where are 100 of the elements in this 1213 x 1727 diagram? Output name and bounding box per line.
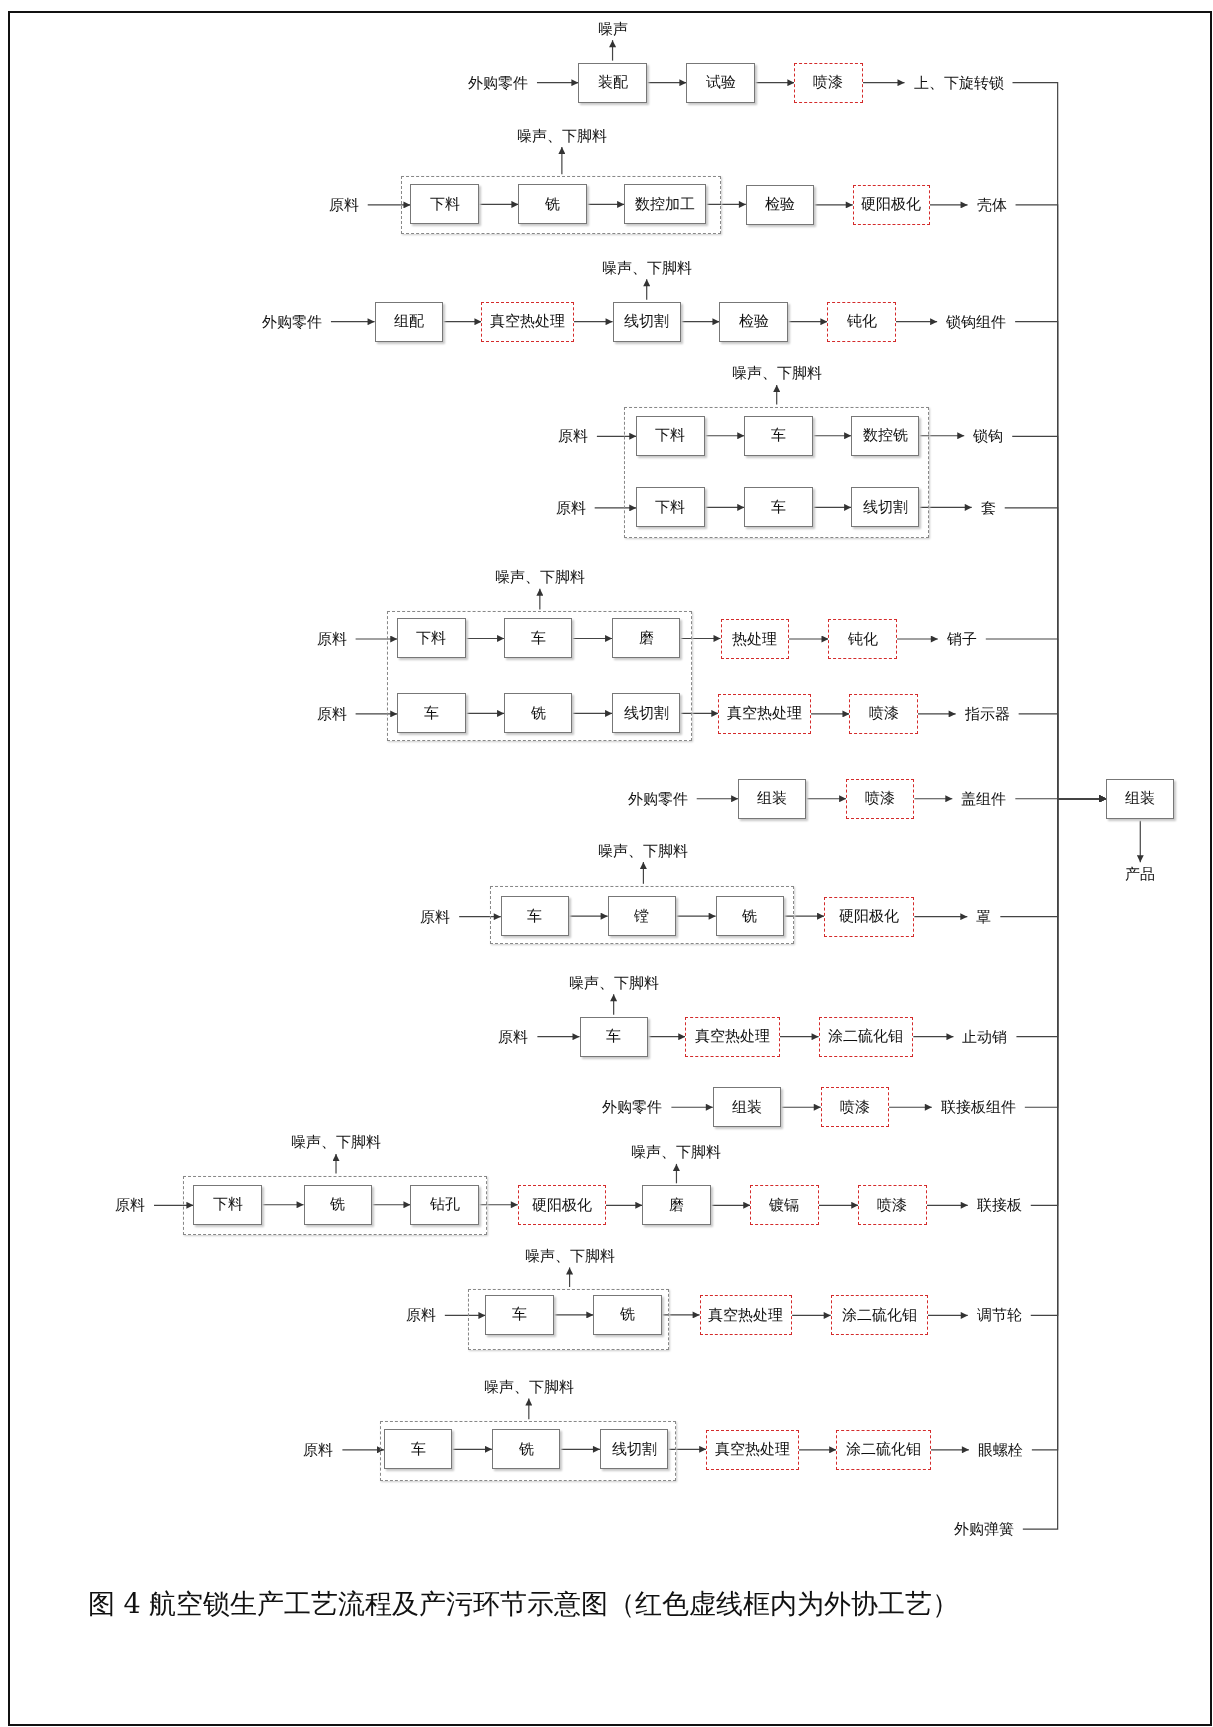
outsourced-process-box: 涂二硫化钼 <box>830 1295 928 1336</box>
process-group-box <box>623 406 929 538</box>
flow-text: 原料 <box>315 629 348 649</box>
arrow <box>704 432 745 440</box>
flow-text: 壳体 <box>975 195 1008 215</box>
arrow <box>912 1033 955 1041</box>
outsourced-process-box: 硬阳极化 <box>824 896 915 937</box>
arrow <box>451 1445 493 1453</box>
arrow <box>596 432 637 440</box>
arrow <box>610 993 618 1016</box>
arrow <box>341 1446 385 1454</box>
process-box: 铣 <box>518 184 587 225</box>
arrow <box>667 1445 707 1453</box>
arrow <box>918 432 965 440</box>
arrow <box>675 912 717 920</box>
flow-text: 噪声、下脚料 <box>567 973 660 993</box>
flow-text: 眼螺栓 <box>976 1440 1024 1460</box>
process-box: 线切割 <box>599 1429 669 1470</box>
arrow <box>705 200 747 208</box>
arrow <box>813 201 854 209</box>
arrow <box>896 635 939 643</box>
arrow <box>679 635 722 642</box>
arrow <box>586 200 625 208</box>
flow-text: 外购零件 <box>626 789 689 809</box>
process-box: 下料 <box>636 415 705 456</box>
arrow <box>478 1201 519 1209</box>
arrow <box>779 1033 820 1041</box>
arrow <box>525 1397 533 1420</box>
arrow <box>536 1033 581 1041</box>
process-box: 铣 <box>504 693 573 734</box>
process-box: 组配 <box>374 301 443 342</box>
flow-text: 罩 <box>975 907 993 927</box>
flow-text: 原料 <box>497 1027 530 1047</box>
arrow <box>895 318 938 326</box>
arrow <box>780 1103 822 1111</box>
arrow <box>261 1201 305 1209</box>
arrow <box>646 79 687 87</box>
arrow <box>798 1446 837 1454</box>
flow-text: 原料 <box>554 498 587 518</box>
process-box: 铣 <box>491 1429 561 1470</box>
outsourced-process-box: 钝化 <box>828 619 897 659</box>
arrow <box>371 1201 412 1209</box>
process-box: 组装 <box>738 778 807 819</box>
arrow <box>773 384 781 406</box>
arrow <box>670 1103 714 1111</box>
arrow <box>647 1033 686 1041</box>
process-box: 镗 <box>607 896 676 937</box>
arrow <box>571 709 613 717</box>
flow-text: 原料 <box>327 195 360 215</box>
outsourced-process-box: 喷漆 <box>820 1087 890 1128</box>
outsourced-process-box: 镀镉 <box>750 1185 819 1226</box>
flow-text: 止动销 <box>961 1027 1009 1047</box>
arrow <box>536 588 544 611</box>
flow-text: 噪声、下脚料 <box>523 1246 616 1266</box>
outsourced-process-box: 喷漆 <box>794 62 863 103</box>
process-box: 钻孔 <box>410 1184 479 1225</box>
flow-text: 产品 <box>1124 864 1157 884</box>
process-box: 试验 <box>686 62 755 103</box>
flow-text: 指示器 <box>963 704 1011 724</box>
process-box: 下料 <box>636 487 705 528</box>
arrow <box>680 318 720 326</box>
process-group-box <box>386 611 692 742</box>
process-box: 检验 <box>719 301 788 342</box>
arrow <box>927 1311 969 1319</box>
arrow <box>704 503 745 511</box>
flow-text: 噪声、下脚料 <box>600 258 693 278</box>
process-box: 磨 <box>642 1185 711 1226</box>
arrow <box>573 318 614 326</box>
process-box: 车 <box>744 415 813 456</box>
process-box: 下料 <box>397 618 466 659</box>
arrow <box>862 79 906 87</box>
outsourced-process-box: 涂二硫化钼 <box>818 1016 914 1057</box>
flow-text: 锁钩组件 <box>945 312 1008 332</box>
flow-text: 噪声、下脚料 <box>290 1133 382 1152</box>
arrow <box>888 1103 933 1111</box>
flow-text: 外购零件 <box>260 312 323 332</box>
arrow <box>568 912 609 920</box>
flow-text: 噪声、下脚料 <box>482 1377 575 1397</box>
arrow <box>918 503 973 511</box>
process-box: 下料 <box>410 184 479 225</box>
flow-text: 噪声 <box>596 19 629 39</box>
process-group-box <box>182 1175 487 1235</box>
process-group-box <box>490 885 795 945</box>
arrow <box>787 318 828 326</box>
flow-text: 原料 <box>302 1440 335 1460</box>
arrow <box>355 710 398 718</box>
arrow <box>609 39 617 62</box>
outsourced-process-box: 热处理 <box>720 619 789 659</box>
arrow <box>332 1153 340 1175</box>
arrow <box>367 201 412 209</box>
outsourced-process-box: 真空热处理 <box>481 301 574 342</box>
flow-text: 噪声、下脚料 <box>493 567 586 587</box>
flow-text: 外购弹簧 <box>952 1519 1015 1539</box>
arrow <box>710 1201 751 1209</box>
outsourced-process-box: 真空热处理 <box>685 1016 780 1057</box>
arrow <box>536 79 579 87</box>
process-box: 车 <box>744 487 813 528</box>
process-box: 车 <box>504 618 573 659</box>
arrow <box>817 1201 859 1209</box>
outsourced-process-box: 喷漆 <box>846 778 915 819</box>
